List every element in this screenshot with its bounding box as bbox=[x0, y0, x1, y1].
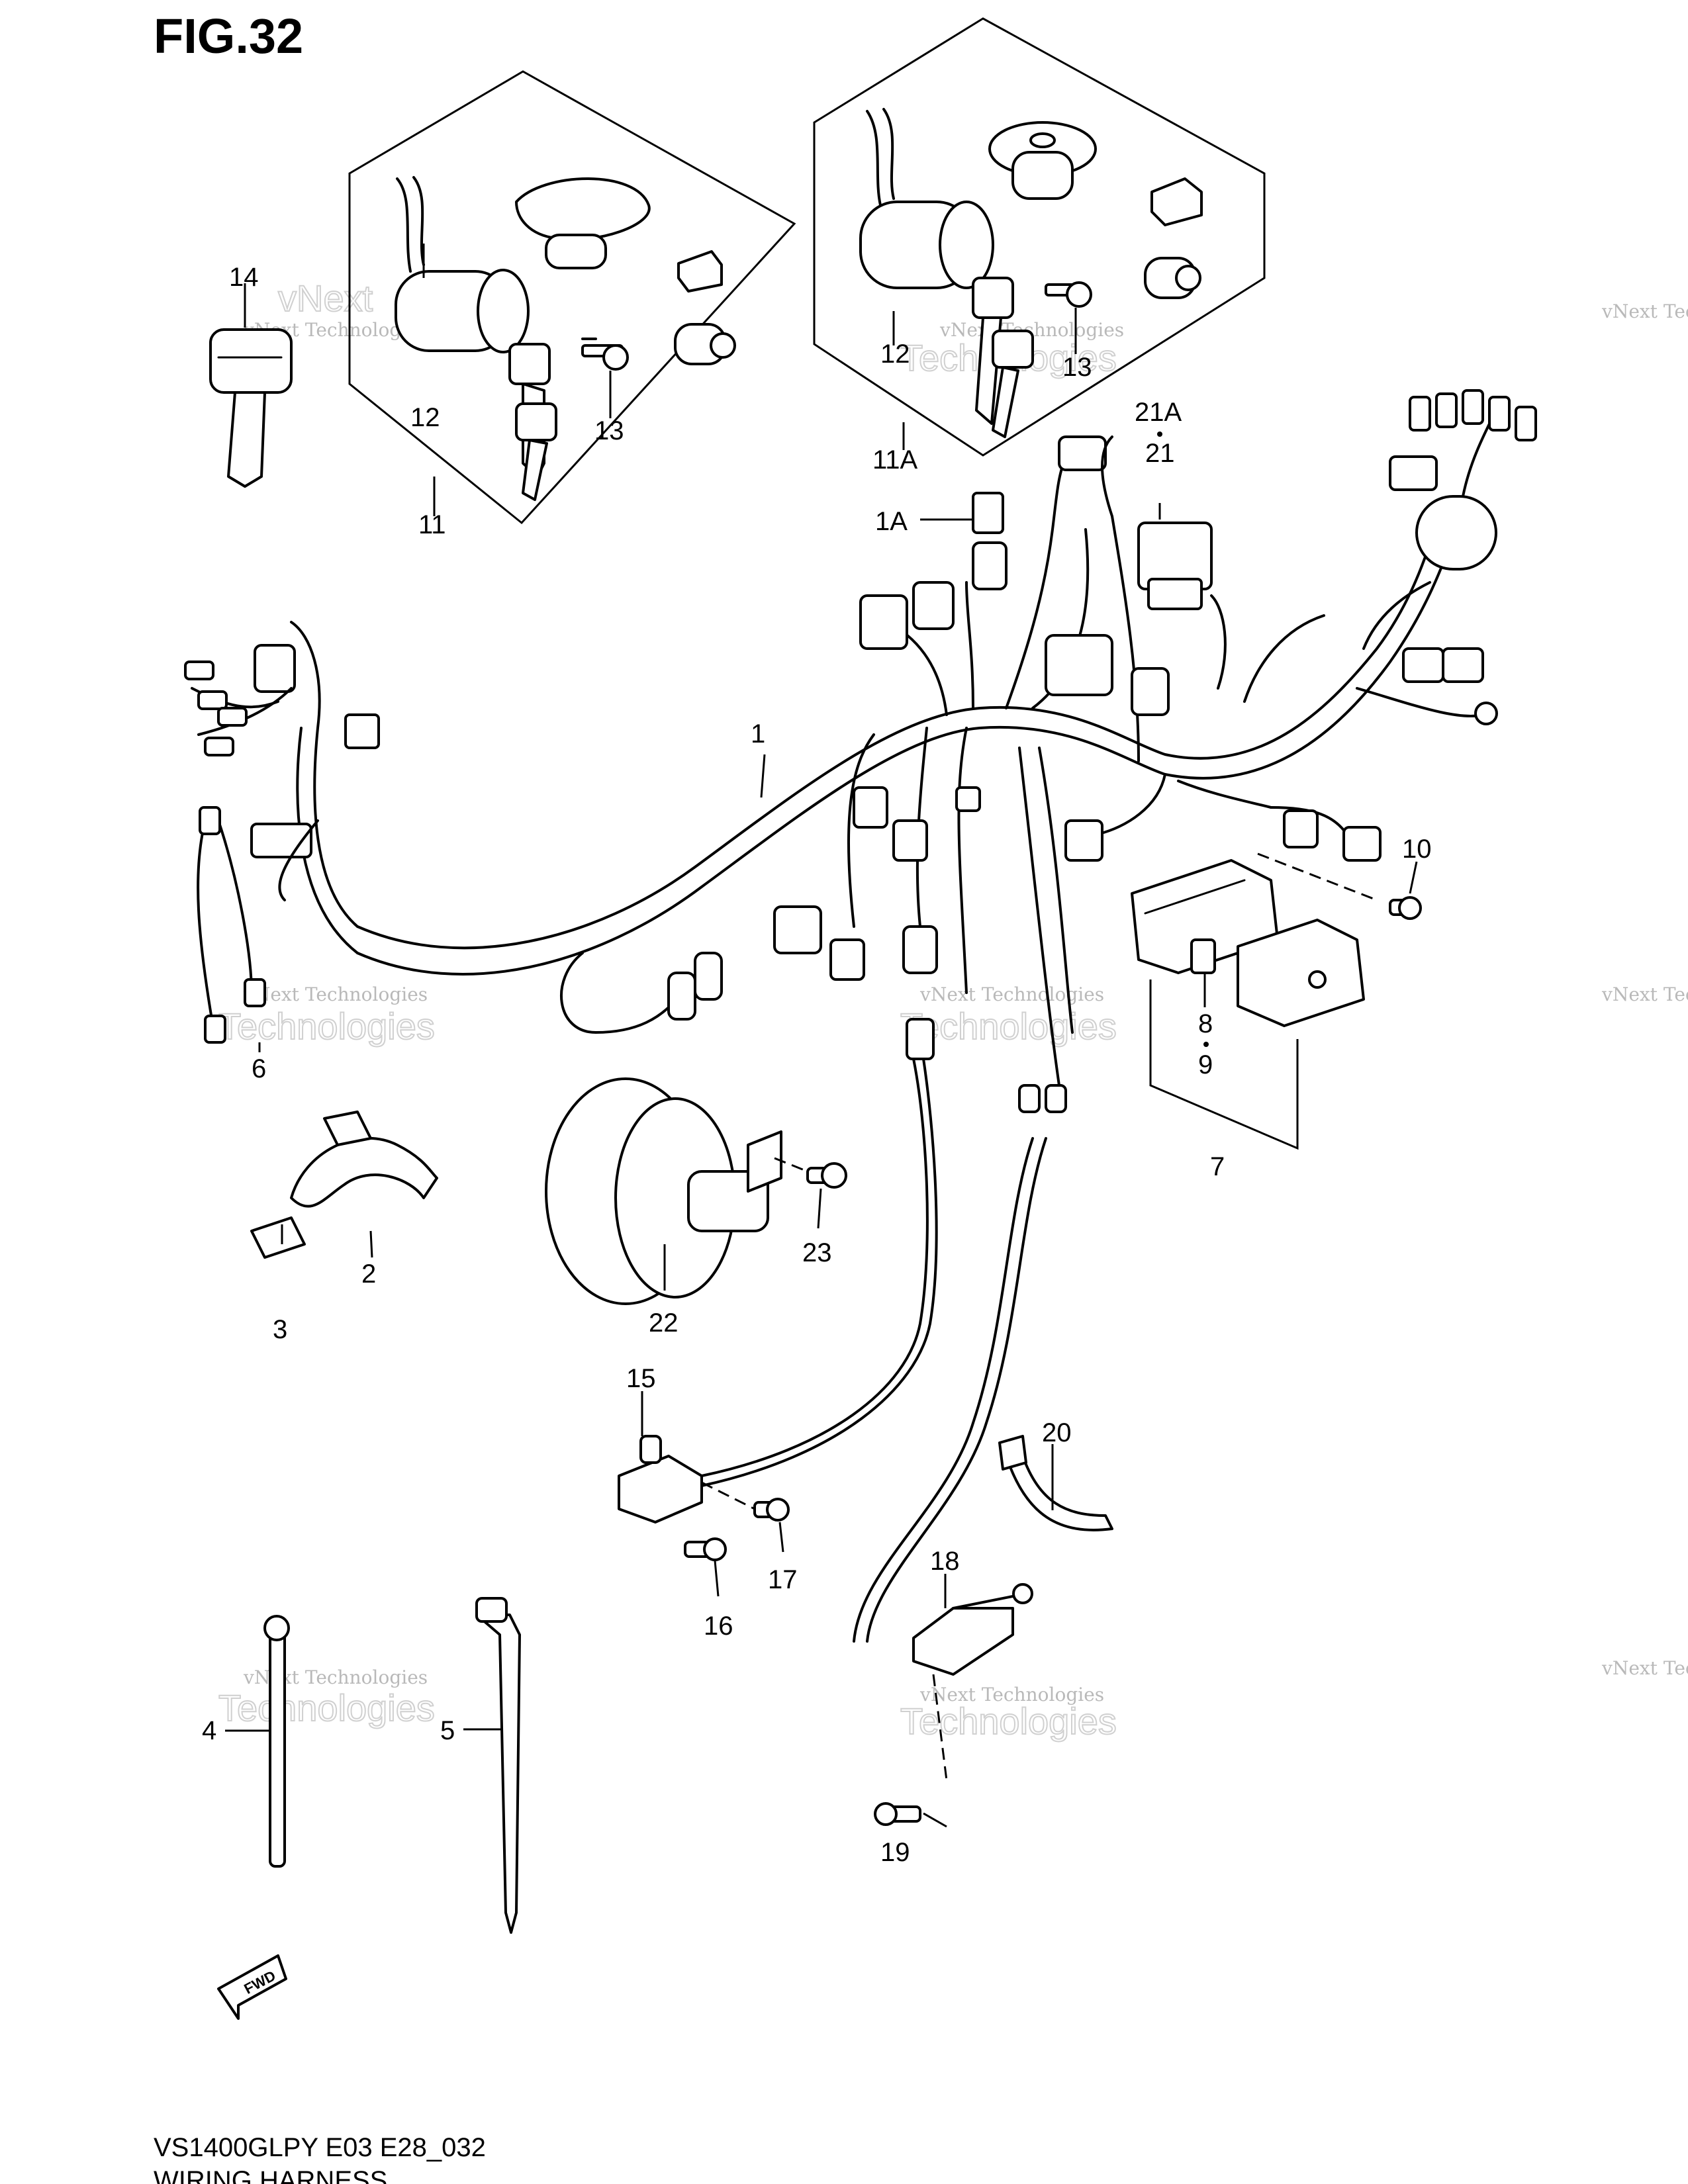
watermark-text: vNext bbox=[278, 277, 373, 319]
callout-2: 2 bbox=[361, 1259, 376, 1289]
fwd-arrow-icon: FWD bbox=[217, 1954, 287, 2020]
bracket-20 bbox=[998, 1435, 1113, 1531]
model-code: VS1400GLPY E03 E28_032 bbox=[154, 2133, 486, 2162]
switch-18 bbox=[874, 1583, 1033, 1826]
relay-21 bbox=[1137, 522, 1213, 610]
callout-11a: 11A bbox=[872, 445, 918, 475]
callouts: 1 1A 2 3 4 5 6 7 8 9 10 11 11A 12 12 13 … bbox=[202, 263, 1432, 1867]
callout-dot bbox=[1157, 432, 1162, 437]
leader-lines bbox=[225, 244, 1418, 1828]
main-wiring-harness bbox=[184, 389, 1537, 1087]
callout-18: 18 bbox=[930, 1547, 960, 1576]
callout-20: 20 bbox=[1042, 1418, 1072, 1447]
horn-bracket-2 bbox=[290, 1111, 438, 1208]
watermark-text: vNext Technologies bbox=[919, 983, 1104, 1005]
callout-12: 12 bbox=[880, 340, 910, 369]
watermark-text: Technologies bbox=[900, 1005, 1117, 1047]
fuse-1a bbox=[972, 492, 1004, 534]
callout-16: 16 bbox=[704, 1612, 733, 1641]
callout-13: 13 bbox=[1062, 353, 1092, 382]
callout-7: 7 bbox=[1210, 1152, 1225, 1181]
watermark-text: vNext Technologies bbox=[1601, 300, 1688, 322]
callout-19: 19 bbox=[880, 1838, 910, 1867]
callout-6: 6 bbox=[252, 1054, 266, 1083]
callout-3: 3 bbox=[273, 1315, 287, 1344]
watermarks: vNext Technologies vNext vNext Technolog… bbox=[218, 277, 1688, 1743]
watermark-text: Technologies bbox=[218, 1687, 435, 1729]
callout-21: 21 bbox=[1145, 439, 1175, 468]
watermark-text: Technologies bbox=[218, 1005, 435, 1047]
clamp-band-4 bbox=[263, 1615, 290, 1868]
callout-9: 9 bbox=[1198, 1050, 1213, 1079]
callout-14: 14 bbox=[229, 263, 259, 292]
callout-17: 17 bbox=[768, 1565, 798, 1594]
switch-15 bbox=[618, 1435, 790, 1561]
figure-name: WIRING HARNESS bbox=[154, 2166, 387, 2184]
watermark-text: vNext Technologies bbox=[243, 983, 428, 1005]
callout-1: 1 bbox=[751, 719, 765, 749]
watermark-text: vNext Technologies bbox=[919, 1684, 1104, 1706]
callout-15: 15 bbox=[626, 1364, 656, 1393]
key-14 bbox=[209, 328, 293, 488]
callout-dot bbox=[1203, 1042, 1209, 1047]
ignition-switch-set-11 bbox=[348, 70, 796, 525]
callout-11: 11 bbox=[418, 510, 446, 539]
callout-4: 4 bbox=[202, 1716, 216, 1745]
switch-wires bbox=[700, 1018, 1067, 1643]
callout-8: 8 bbox=[1198, 1009, 1213, 1038]
callout-23: 23 bbox=[802, 1238, 832, 1267]
regulator-rectifier-7 bbox=[1131, 852, 1422, 1150]
callout-22: 22 bbox=[649, 1308, 679, 1338]
callout-13: 13 bbox=[594, 416, 624, 445]
watermark-text: Technologies bbox=[900, 1700, 1117, 1742]
watermark-text: vNext Technologies bbox=[1601, 983, 1688, 1005]
horn-22 bbox=[545, 1077, 847, 1305]
watermark-text: vNext Technologies bbox=[1601, 1657, 1688, 1679]
clamp-band-5 bbox=[475, 1597, 521, 1934]
callout-5: 5 bbox=[440, 1716, 455, 1745]
figure-title: FIG.32 bbox=[154, 9, 303, 64]
ignition-switch-set-11a bbox=[813, 17, 1266, 457]
callout-1a: 1A bbox=[875, 507, 908, 536]
callout-12: 12 bbox=[410, 403, 440, 432]
callout-21a: 21A bbox=[1135, 398, 1182, 427]
cushion-3 bbox=[250, 1216, 306, 1259]
callout-10: 10 bbox=[1402, 835, 1432, 864]
